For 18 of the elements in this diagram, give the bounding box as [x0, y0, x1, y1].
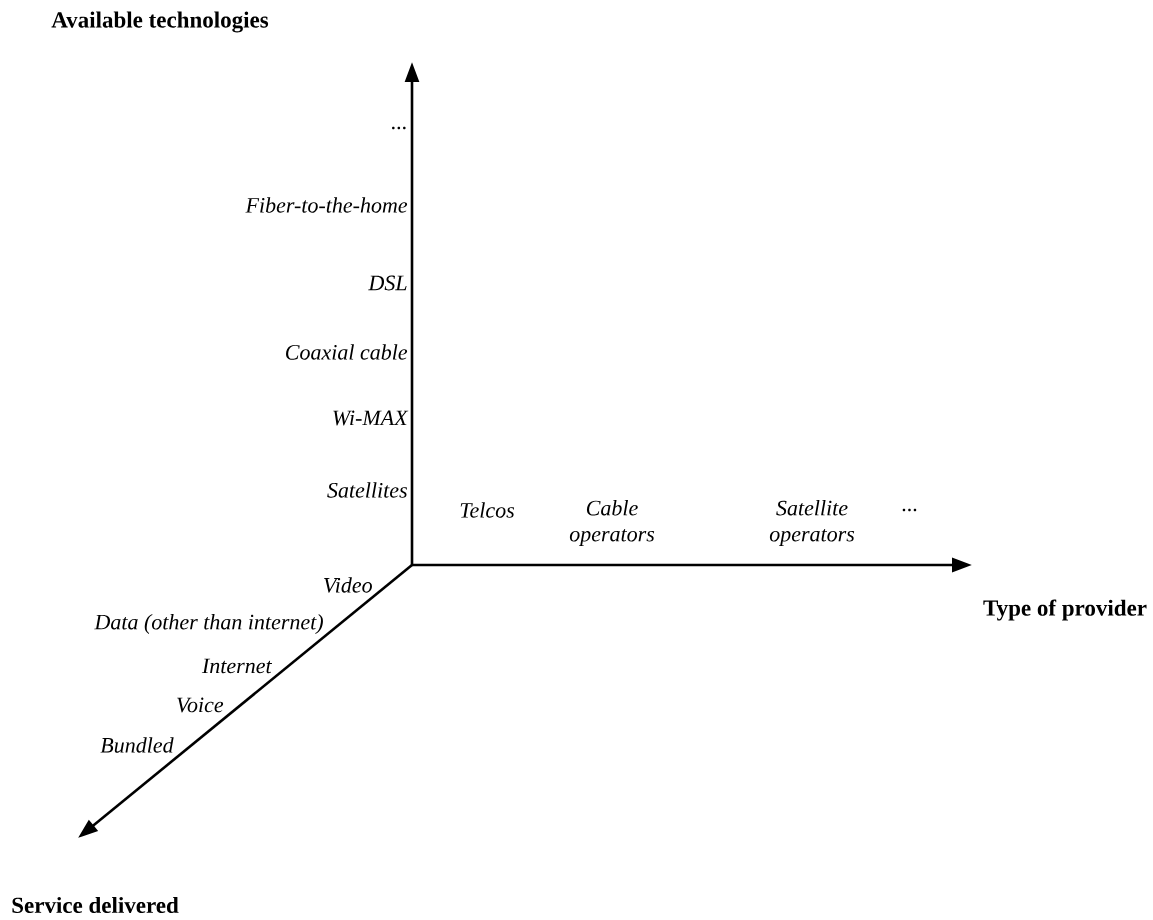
tick-label: Wi-MAX [333, 410, 409, 426]
tick-label: Coaxial cable [286, 344, 408, 360]
tick-label: Fiber-to-the-home [245, 197, 408, 213]
tick-label: ... [392, 126, 406, 130]
tick-label: Video [324, 577, 372, 593]
tick-label: ... [902, 508, 917, 512]
tick-label: Internet [201, 658, 273, 674]
axis-title: Available technologies [51, 11, 269, 33]
axis-title: Type of provider [983, 599, 1147, 621]
tick-label: Telcos [460, 502, 515, 518]
tick-label: DSL [368, 275, 407, 291]
tick-label: Voice [177, 697, 224, 713]
tick-label: Satellite operators [769, 500, 855, 546]
tick-label: Satellites [327, 482, 407, 498]
axis-title: Service delivered [12, 896, 179, 914]
tick-label: Bundled [100, 737, 174, 753]
tick-label: Data (other than internet) [94, 614, 323, 634]
tick-label: Cable operators [569, 500, 655, 546]
